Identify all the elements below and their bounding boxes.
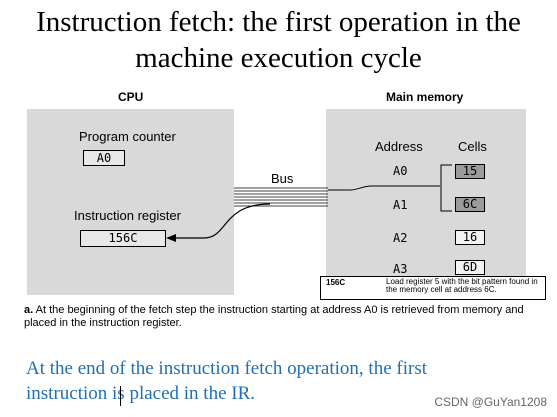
program-counter-box: A0 xyxy=(83,150,125,166)
figure-caption: a. At the beginning of the fetch step th… xyxy=(24,304,524,330)
note-text: Load register 5 with the bit pattern fou… xyxy=(386,277,538,294)
memory-cell-a0: 15 xyxy=(455,164,485,179)
address-a2: A2 xyxy=(393,231,408,245)
program-counter-label: Program counter xyxy=(79,129,176,144)
address-header: Address xyxy=(375,139,423,154)
address-a3: A3 xyxy=(393,262,408,276)
memory-cell-a1: 6C xyxy=(455,197,485,212)
caption-marker: a. xyxy=(24,304,34,316)
bus-lines xyxy=(234,187,328,207)
bus-to-register-arrow xyxy=(176,203,271,239)
cpu-panel xyxy=(27,109,234,295)
cell-bracket xyxy=(440,164,452,212)
caption-text: At the beginning of the fetch step the i… xyxy=(24,304,524,329)
address-a0: A0 xyxy=(393,164,408,178)
instruction-register-box: 156C xyxy=(80,230,166,247)
memory-cell-a3: 6D xyxy=(455,260,485,275)
summary-text: At the end of the instruction fetch oper… xyxy=(26,358,427,404)
memory-cell-a2: 16 xyxy=(455,230,485,245)
address-a1: A1 xyxy=(393,198,408,212)
text-cursor xyxy=(120,386,121,406)
memory-to-bus-line xyxy=(328,185,440,191)
main-memory-panel xyxy=(326,109,526,279)
cells-header: Cells xyxy=(458,139,487,154)
arrowhead xyxy=(166,234,176,242)
bus-label: Bus xyxy=(271,171,294,186)
instruction-note: 156C Load register 5 with the bit patter… xyxy=(320,276,546,300)
watermark: CSDN @GuYan1208 xyxy=(434,395,547,409)
instruction-register-label: Instruction register xyxy=(74,208,181,223)
main-memory-heading: Main memory xyxy=(386,90,464,104)
slide-title: Instruction fetch: the first operation i… xyxy=(36,6,521,74)
note-code: 156C xyxy=(326,278,346,287)
cpu-heading: CPU xyxy=(118,90,144,104)
